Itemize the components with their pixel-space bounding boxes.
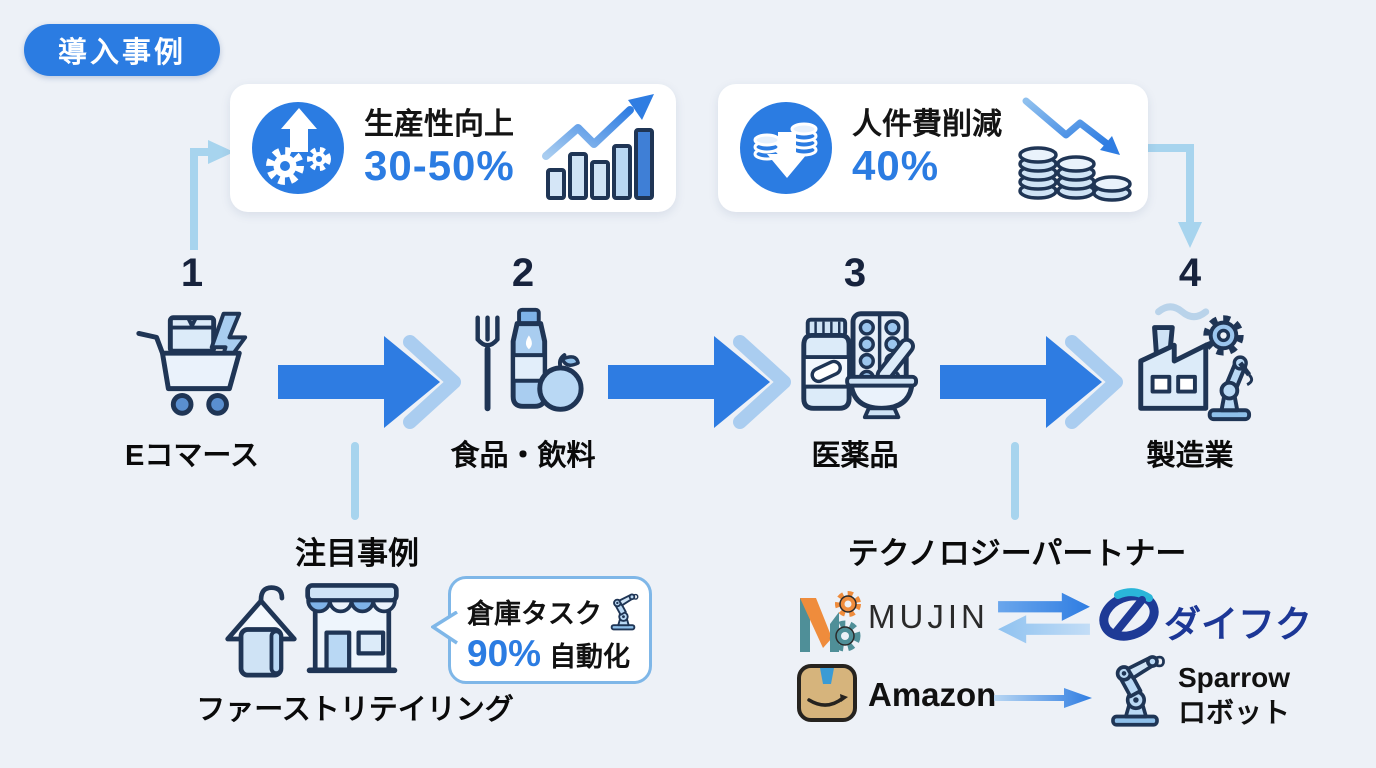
featured-heading: 注目事例 [295, 536, 419, 571]
stat-card-productivity: 生産性向上 30-50% [230, 84, 676, 212]
partner-name-amazon: Amazon [868, 676, 997, 713]
factory-gear-robot-icon [1138, 303, 1254, 422]
stat-card-labor-cost: 人件費削減 40% [718, 84, 1148, 212]
step-number: 4 [1178, 251, 1202, 295]
industry-label: 医薬品 [811, 440, 899, 472]
sparrow-line1: Sparrow [1178, 662, 1291, 693]
callout-tail [431, 611, 458, 645]
rising-bar-chart-icon [542, 94, 654, 200]
callout-value: 90% [467, 633, 542, 674]
hanger-icon [225, 585, 297, 678]
industry-pharmaceutical: 3 [745, 250, 965, 474]
mujin-logo-icon [800, 591, 861, 652]
industry-label: 製造業 [1146, 440, 1234, 472]
declining-coins-icon [1018, 97, 1132, 202]
industry-label: 食品・飲料 [450, 440, 596, 472]
step-number: 2 [511, 251, 535, 295]
featured-callout-bubble: 倉庫タスク 90% 自動化 [431, 576, 652, 684]
partner-name-daifuku: ダイフク [1164, 604, 1312, 645]
stat-value: 40% [852, 142, 940, 189]
callout-text: 倉庫タスク [467, 598, 602, 629]
featured-company-label: ファーストリテイリング [196, 694, 514, 726]
connector-line-partners [1011, 442, 1019, 520]
flow-arrow-1-icon [278, 335, 461, 429]
daifuku-logo-icon [1099, 588, 1159, 641]
industry-manufacturing: 4 製造業 [1080, 250, 1300, 474]
industry-food-beverage: 2 食品・飲料 [413, 250, 633, 474]
industry-ecommerce: 1 Eコマース [82, 250, 302, 474]
robot-arm-icon [610, 593, 639, 631]
connector-down-arrow-icon [1146, 144, 1202, 248]
step-number: 3 [843, 251, 867, 295]
sparrow-line2: ロボット [1178, 697, 1291, 728]
stat-value: 30-50% [364, 142, 515, 189]
flow-arrow-2-icon [608, 335, 791, 429]
coins-down-arrow-icon [740, 102, 832, 194]
fork-bottle-apple-icon [475, 307, 584, 412]
sparrow-robot-arm-icon [1111, 655, 1165, 727]
step-number: 1 [180, 251, 204, 295]
arrow-right-icon [994, 688, 1092, 708]
flow-arrow-3-icon [940, 335, 1123, 429]
bidirectional-arrows-icon [998, 592, 1090, 644]
storefront-icon [305, 583, 399, 674]
gears-up-arrow-icon [252, 102, 344, 194]
partner-name-mujin: MUJIN [868, 598, 989, 635]
stat-title: 人件費削減 [852, 108, 1002, 141]
amazon-logo-icon [797, 664, 857, 722]
connector-line-featured [351, 442, 359, 520]
connector-up-arrow-icon [190, 140, 234, 250]
shopping-cart-lightning-icon [136, 311, 248, 416]
partner-name-sparrow: Sparrow ロボット [1178, 660, 1290, 730]
title-badge: 導入事例 [24, 24, 220, 76]
callout-suffix: 自動化 [549, 642, 631, 672]
partners-heading: テクノロジーパートナー [847, 536, 1187, 571]
stat-title: 生産性向上 [364, 108, 514, 141]
medicine-blister-mortar-icon [801, 311, 919, 420]
industry-label: Eコマース [125, 440, 259, 472]
